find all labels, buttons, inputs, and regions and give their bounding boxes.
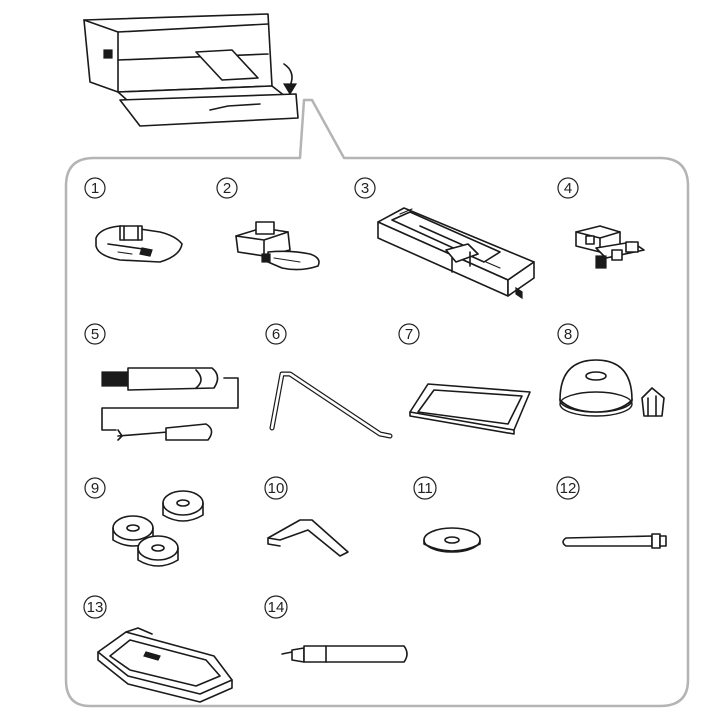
accessory-10-illustration (267, 519, 349, 557)
svg-text:5: 5 (91, 326, 99, 343)
accessory-number-labels: 1 2 3 4 5 6 7 8 (83, 177, 580, 619)
accessory-13-illustration (97, 627, 233, 703)
svg-text:7: 7 (405, 326, 413, 343)
accessory-12-number: 12 (556, 476, 580, 500)
accessory-1-illustration (95, 225, 183, 263)
accessory-4-illustration (575, 225, 645, 269)
svg-text:10: 10 (268, 480, 285, 497)
accessory-6-illustration (269, 371, 393, 439)
accessory-8-number: 8 (557, 323, 579, 345)
svg-text:1: 1 (91, 180, 99, 197)
accessory-1-number: 1 (84, 177, 106, 199)
svg-text:11: 11 (417, 480, 433, 497)
svg-text:4: 4 (564, 180, 572, 197)
accessory-2-illustration (235, 221, 320, 271)
accessory-box-illustration (83, 13, 299, 127)
accessory-10-number: 10 (264, 476, 288, 500)
accessory-8-illustration (559, 359, 665, 417)
accessory-5-illustration (101, 367, 239, 441)
accessory-14-illustration (281, 645, 408, 663)
accessory-6-number: 6 (265, 323, 287, 345)
accessory-13-number: 13 (83, 595, 107, 619)
svg-text:3: 3 (361, 180, 369, 197)
accessory-7-illustration (409, 383, 531, 435)
accessory-7-number: 7 (398, 323, 420, 345)
accessory-14-number: 14 (264, 595, 288, 619)
accessory-3-illustration (377, 207, 535, 300)
accessory-12-illustration (562, 533, 667, 549)
svg-text:9: 9 (91, 480, 99, 497)
accessory-11-illustration (423, 527, 481, 553)
svg-text:13: 13 (87, 599, 104, 616)
accessory-5-number: 5 (84, 323, 106, 345)
svg-text:12: 12 (560, 480, 577, 497)
accessory-3-number: 3 (354, 177, 376, 199)
svg-text:6: 6 (272, 326, 280, 343)
svg-text:8: 8 (564, 326, 572, 343)
svg-text:2: 2 (223, 180, 231, 197)
accessory-2-number: 2 (216, 177, 238, 199)
accessory-11-number: 11 (413, 476, 437, 500)
accessory-9-number: 9 (84, 477, 106, 499)
svg-text:14: 14 (268, 599, 285, 616)
accessory-4-number: 4 (557, 177, 579, 199)
accessory-9-illustration (112, 490, 204, 567)
accessories-frame (64, 98, 690, 708)
